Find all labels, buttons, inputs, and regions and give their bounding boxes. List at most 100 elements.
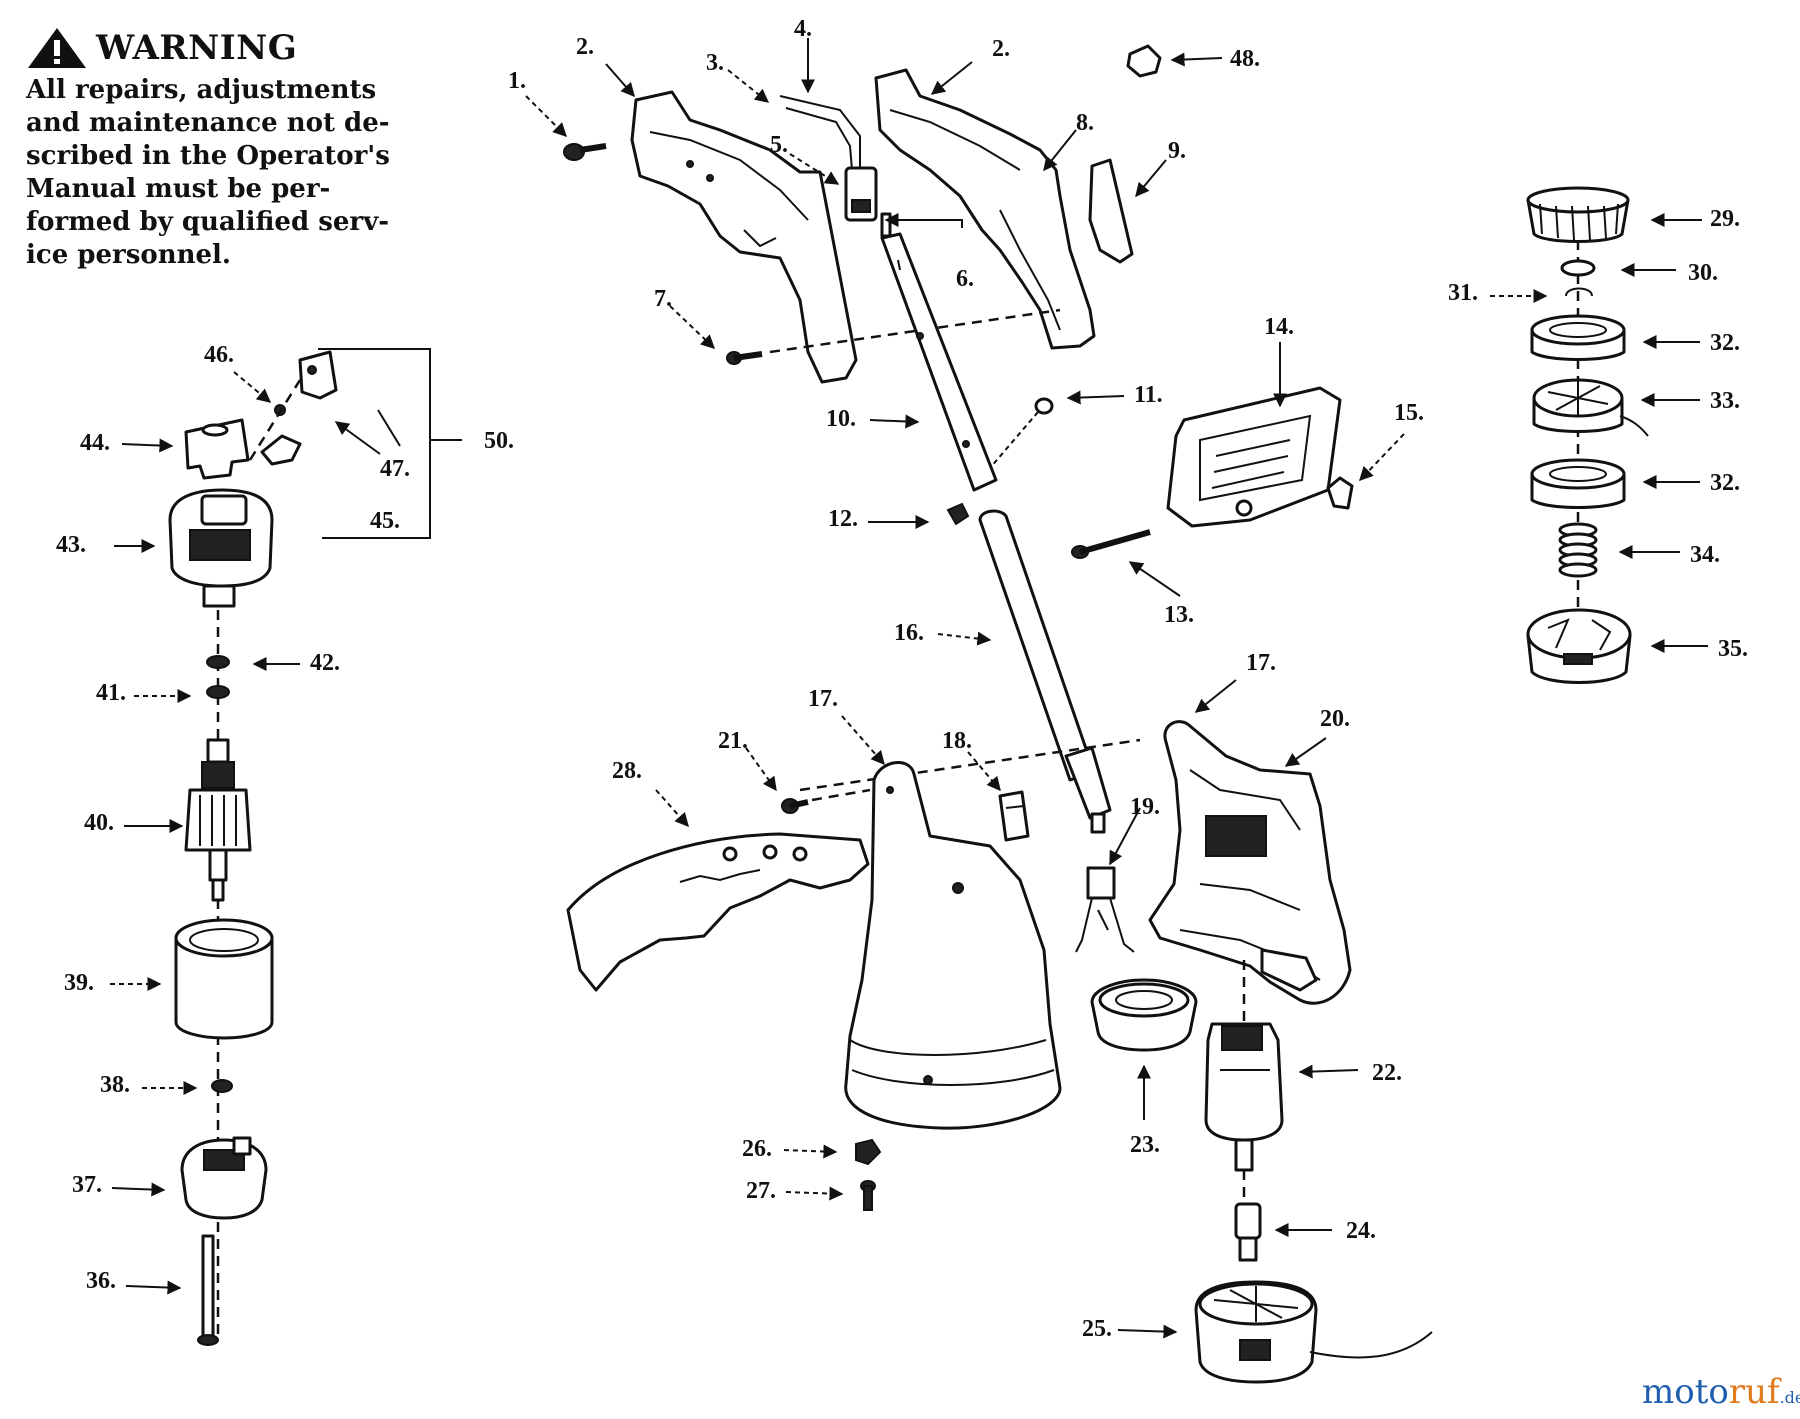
- callout-14: 14.: [1264, 314, 1294, 340]
- part-25-fan: [1194, 1280, 1433, 1384]
- callout-9: 9.: [1168, 138, 1186, 164]
- callout-38: 38.: [100, 1072, 130, 1098]
- callout-33: 33.: [1710, 388, 1740, 414]
- warning-header: WARNING: [26, 26, 426, 70]
- part-16-lower-tube: [978, 509, 1112, 834]
- callout-40: 40.: [84, 810, 114, 836]
- part-35-cup: [1526, 608, 1632, 684]
- group-50-bracket: [318, 348, 431, 539]
- callout-32: 32.: [1710, 470, 1740, 496]
- callout-35: 35.: [1718, 636, 1748, 662]
- part-21-screw: [781, 788, 871, 814]
- callout-27: 27.: [746, 1178, 776, 1204]
- part-44-cap: [184, 418, 250, 480]
- callout-21: 21.: [718, 728, 748, 754]
- part-14-grip: [1166, 386, 1342, 528]
- callout-13: 13.: [1164, 602, 1194, 628]
- callout-17: 17.: [808, 686, 838, 712]
- callout-37: 37.: [72, 1172, 102, 1198]
- callout-11: 11.: [1134, 382, 1163, 408]
- callout-36: 36.: [86, 1268, 116, 1294]
- callout-20: 20.: [1320, 706, 1350, 732]
- part-26-nut: [855, 1138, 882, 1166]
- callout-26: 26.: [742, 1136, 772, 1162]
- motor-assembly-left: [168, 348, 462, 1346]
- part-23-seal: [1090, 978, 1198, 1052]
- part-32-ring: [1530, 458, 1626, 509]
- part-12-nut: [946, 502, 970, 526]
- callout-19: 19.: [1130, 794, 1160, 820]
- part-22-motor: [1204, 960, 1284, 1206]
- part-47-bracket: [298, 350, 338, 400]
- housing-assembly: [566, 720, 1433, 1384]
- part-33-spool: [1532, 378, 1649, 437]
- watermark-part: .de: [1779, 1388, 1800, 1407]
- warning-text: All repairs, adjustments and maintenance…: [26, 74, 424, 272]
- part-17-housing-left: [844, 761, 1062, 1130]
- part-36-screw: [197, 1234, 219, 1346]
- callout-42: 42.: [310, 650, 340, 676]
- part-41-washer: [206, 685, 230, 699]
- callout-39: 39.: [64, 970, 94, 996]
- callout-31: 31.: [1448, 280, 1478, 306]
- callout-23: 23.: [1130, 1132, 1160, 1158]
- callout-18: 18.: [942, 728, 972, 754]
- callout-34: 34.: [1690, 542, 1720, 568]
- callout-22: 22.: [1372, 1060, 1402, 1086]
- callout-25: 25.: [1082, 1316, 1112, 1342]
- part-24-hub: [1234, 1202, 1262, 1262]
- part-32-ring: [1530, 314, 1626, 361]
- part-29-knob: [1526, 186, 1630, 243]
- part-31-clip: [1565, 287, 1593, 297]
- part-11-screw: [989, 397, 1054, 469]
- part-40-armature: [184, 738, 252, 902]
- watermark-logo: motoruf.de: [1642, 1372, 1800, 1412]
- part-10-upper-tube: [880, 232, 998, 492]
- callout-44: 44.: [80, 430, 110, 456]
- part-3-wire: [779, 95, 861, 168]
- part-30-washer: [1560, 259, 1596, 277]
- callout-29: 29.: [1710, 206, 1740, 232]
- warning-line: Manual must be per-: [26, 174, 331, 204]
- part-19-terminal: [1075, 866, 1135, 953]
- part-34-spring: [1558, 522, 1598, 578]
- callout-45: 45.: [370, 508, 400, 534]
- callout-1: 1.: [508, 68, 526, 94]
- warning-line: scribed in the Operator's: [26, 141, 390, 171]
- callout-32: 32.: [1710, 330, 1740, 356]
- callout-24: 24.: [1346, 1218, 1376, 1244]
- part-28-guard: [566, 832, 870, 992]
- part-15-clip: [1326, 476, 1354, 510]
- callout-4: 4.: [794, 16, 812, 42]
- handle-assembly: [563, 44, 1354, 834]
- watermark-part: moto: [1642, 1372, 1729, 1412]
- part-17-housing-right: [1148, 720, 1352, 1005]
- callout-41: 41.: [96, 680, 126, 706]
- part-39-stator-can: [174, 918, 274, 1040]
- part-37-end-bell: [180, 1136, 268, 1220]
- callout-8: 8.: [1076, 110, 1094, 136]
- callout-47: 47.: [380, 456, 410, 482]
- callout-numbers: 1. 2. 2. 3. 4. 5. 6. 7. 8. 9. 10. 11. 12…: [56, 16, 1748, 1342]
- watermark-part: ruf: [1728, 1372, 1780, 1412]
- callout-12: 12.: [828, 506, 858, 532]
- callout-6: 6.: [956, 266, 974, 292]
- warning-line: and maintenance not de-: [26, 108, 390, 138]
- callout-46: 46.: [204, 342, 234, 368]
- leader-lines: [110, 38, 1708, 1339]
- warning-line: All repairs, adjustments: [26, 75, 377, 105]
- callout-2: 2.: [576, 34, 594, 60]
- callout-7: 7.: [654, 286, 672, 312]
- callout-10: 10.: [826, 406, 856, 432]
- callout-3: 3.: [706, 50, 724, 76]
- part-45-terminal: [260, 434, 302, 466]
- spool-assembly-right: [1526, 186, 1649, 684]
- warning-box: WARNING All repairs, adjustments and mai…: [26, 26, 426, 272]
- part-13-screw: [1071, 529, 1151, 559]
- callout-5: 5.: [770, 132, 788, 158]
- callout-50: 50.: [484, 428, 514, 454]
- part-42-washer: [206, 655, 230, 669]
- part-48-nut: [1126, 44, 1162, 78]
